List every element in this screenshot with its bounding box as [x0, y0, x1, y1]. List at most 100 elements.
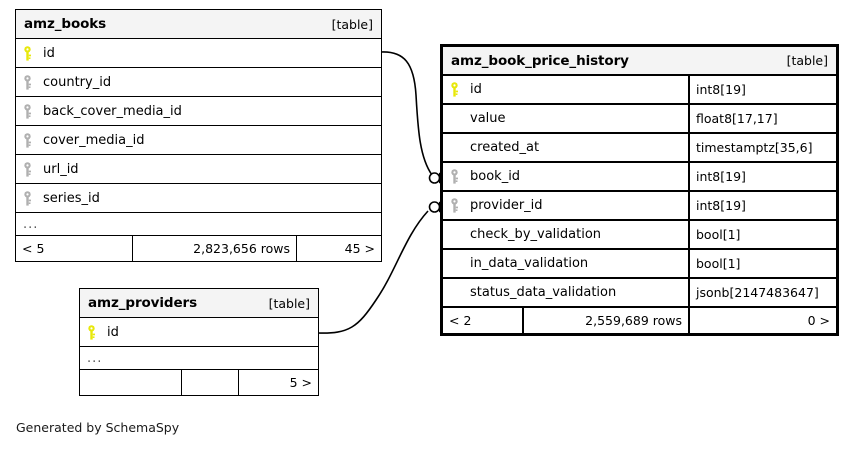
column-cell: series_id: [16, 184, 381, 212]
no-key-spacer: [450, 227, 470, 243]
column-name: value: [470, 111, 506, 126]
column-type: int8[19]: [688, 192, 836, 219]
column-type: timestamptz[35,6]: [688, 134, 836, 161]
column-type: int8[19]: [688, 76, 836, 103]
table-row[interactable]: id: [16, 39, 381, 68]
footer-row-count: [181, 370, 238, 395]
column-name: id: [107, 324, 119, 340]
table-row[interactable]: id int8[19]: [443, 76, 836, 105]
no-key-spacer: [450, 256, 470, 272]
table-kind-label: [table]: [331, 16, 373, 32]
foreign-key-icon: [23, 161, 43, 177]
column-cell: book_id: [443, 163, 688, 190]
relationship-books-to-price-history: [380, 51, 433, 176]
no-key-spacer: [450, 111, 470, 127]
footer-row-count: 2,823,656 rows: [132, 236, 296, 261]
no-key-spacer: [450, 140, 470, 156]
table-row[interactable]: country_id: [16, 68, 381, 97]
column-name: back_cover_media_id: [43, 103, 182, 119]
column-name: provider_id: [470, 198, 543, 213]
table-header-amz-book-price-history: amz_book_price_history [table]: [443, 47, 836, 76]
table-amz-books[interactable]: amz_books [table] id: [15, 9, 382, 262]
foreign-key-icon: [450, 198, 470, 214]
column-cell: cover_media_id: [16, 126, 381, 154]
column-name: in_data_validation: [470, 256, 589, 271]
table-row[interactable]: provider_id int8[19]: [443, 192, 836, 221]
column-cell: value: [443, 105, 688, 132]
column-cell: created_at: [443, 134, 688, 161]
column-name: id: [43, 45, 55, 61]
table-row[interactable]: cover_media_id: [16, 126, 381, 155]
column-name: series_id: [43, 190, 100, 206]
more-columns-row: ...: [80, 347, 318, 370]
foreign-key-icon: [23, 74, 43, 90]
table-title: amz_books: [24, 16, 107, 32]
column-name: check_by_validation: [470, 227, 602, 242]
table-amz-book-price-history[interactable]: amz_book_price_history [table] id int8[1…: [440, 44, 839, 336]
table-kind-label: [table]: [268, 295, 310, 311]
table-row[interactable]: series_id: [16, 184, 381, 213]
footer-parents-count[interactable]: < 5: [22, 241, 45, 256]
ellipsis-label: ...: [23, 216, 39, 232]
column-cell: provider_id: [443, 192, 688, 219]
table-row[interactable]: id: [80, 318, 318, 347]
column-cell: id: [80, 318, 318, 346]
table-header-amz-books: amz_books [table]: [16, 10, 381, 39]
column-cell: url_id: [16, 155, 381, 183]
table-row[interactable]: book_id int8[19]: [443, 163, 836, 192]
column-name: status_data_validation: [470, 285, 617, 300]
column-name: country_id: [43, 74, 112, 90]
column-type: int8[19]: [688, 163, 836, 190]
more-columns-row: ...: [16, 213, 381, 236]
column-cell: id: [443, 76, 688, 103]
footer-parents-count[interactable]: < 2: [449, 313, 472, 328]
footer-parents-count[interactable]: [80, 370, 181, 395]
column-name: url_id: [43, 161, 79, 177]
ellipsis-label: ...: [87, 350, 103, 366]
table-row[interactable]: value float8[17,17]: [443, 105, 836, 134]
table-row[interactable]: back_cover_media_id: [16, 97, 381, 126]
table-title: amz_book_price_history: [451, 52, 629, 69]
column-cell: status_data_validation: [443, 279, 688, 306]
column-type: float8[17,17]: [688, 105, 836, 132]
generated-by-caption: Generated by SchemaSpy: [16, 420, 180, 435]
footer-children-count[interactable]: 45 >: [296, 236, 381, 261]
table-footer-amz-providers: 5 >: [80, 370, 318, 395]
relationship-providers-optional-marker: [428, 201, 441, 213]
table-title: amz_providers: [88, 295, 198, 311]
primary-key-icon: [23, 45, 43, 61]
table-row[interactable]: status_data_validation jsonb[2147483647]: [443, 279, 836, 308]
table-kind-label: [table]: [786, 53, 828, 68]
table-row[interactable]: url_id: [16, 155, 381, 184]
footer-children-count[interactable]: 5 >: [238, 370, 318, 395]
table-row[interactable]: check_by_validation bool[1]: [443, 221, 836, 250]
footer-children-count[interactable]: 0 >: [688, 308, 836, 333]
column-cell: in_data_validation: [443, 250, 688, 277]
primary-key-icon: [450, 82, 470, 98]
column-cell: back_cover_media_id: [16, 97, 381, 125]
table-footer-amz-book-price-history: < 2 2,559,689 rows 0 >: [443, 308, 836, 333]
table-amz-providers[interactable]: amz_providers [table] id ...: [79, 288, 319, 396]
column-cell: country_id: [16, 68, 381, 96]
foreign-key-icon: [23, 103, 43, 119]
footer-row-count: 2,559,689 rows: [522, 308, 688, 333]
column-type: bool[1]: [688, 221, 836, 248]
column-name: id: [470, 82, 482, 97]
table-row[interactable]: in_data_validation bool[1]: [443, 250, 836, 279]
table-footer-amz-books: < 5 2,823,656 rows 45 >: [16, 236, 381, 261]
column-cell: id: [16, 39, 381, 67]
table-header-amz-providers: amz_providers [table]: [80, 289, 318, 318]
relationship-books-optional-marker: [428, 172, 441, 184]
column-name: created_at: [470, 140, 540, 155]
foreign-key-icon: [23, 132, 43, 148]
no-key-spacer: [450, 285, 470, 301]
foreign-key-icon: [450, 169, 470, 185]
table-row[interactable]: created_at timestamptz[35,6]: [443, 134, 836, 163]
column-name: cover_media_id: [43, 132, 145, 148]
foreign-key-icon: [23, 190, 43, 206]
primary-key-icon: [87, 324, 107, 340]
column-cell: check_by_validation: [443, 221, 688, 248]
column-type: jsonb[2147483647]: [688, 279, 836, 306]
column-name: book_id: [470, 169, 521, 184]
